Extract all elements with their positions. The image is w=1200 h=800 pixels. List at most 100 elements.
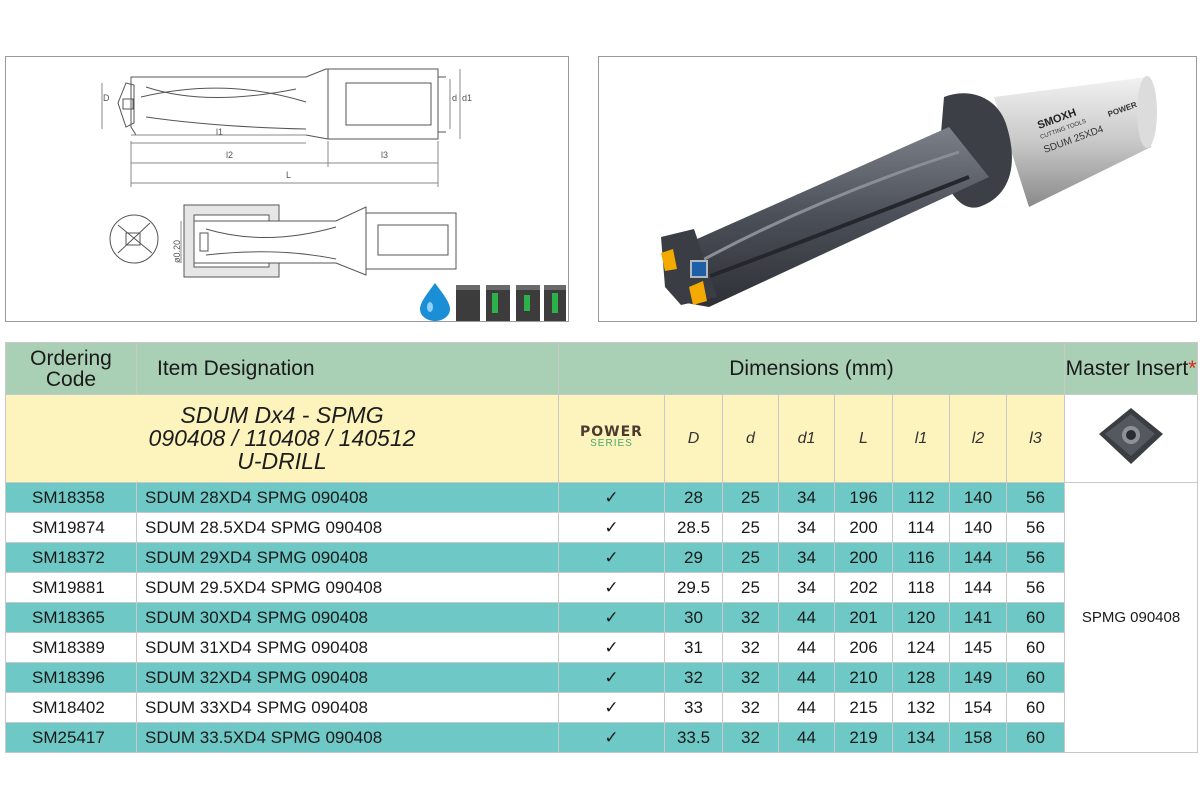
dim-d-cell: 32 <box>722 632 779 663</box>
dim-col-L: L <box>834 394 893 483</box>
ordering-code: SM19881 <box>5 572 137 603</box>
dim-l1-cell: 114 <box>892 512 950 543</box>
product-title-line2: 090408 / 110408 / 140512 <box>148 425 416 451</box>
power-series-check: ✓ <box>558 482 665 513</box>
power-series-check: ✓ <box>558 662 665 693</box>
power-series-check: ✓ <box>558 512 665 543</box>
material-block-green-icon <box>544 285 566 321</box>
asterisk: * <box>1188 357 1197 380</box>
insert-outline <box>122 98 134 110</box>
spec-table: Ordering Code Item Designation Dimension… <box>5 342 1199 753</box>
dim-d1-cell: 44 <box>778 632 835 663</box>
product-photo: SMOXH CUTTING TOOLS SDUM 25XD4 POWER <box>598 56 1197 322</box>
item-designation: SDUM 33XD4 SPMG 090408 <box>136 692 559 723</box>
dim-d1-cell: 34 <box>778 542 835 573</box>
drill-shank: SMOXH CUTTING TOOLS SDUM 25XD4 POWER <box>994 76 1157 207</box>
dim-l3-cell: 60 <box>1005 662 1066 693</box>
power-series-logo: POWER SERIES <box>558 394 665 483</box>
dim-L-cell: 206 <box>834 632 893 663</box>
header-row: Ordering Code Item Designation Dimension… <box>5 342 1199 395</box>
technical-drawing: D d d1 l1 l2 l3 L ø0.20 <box>5 56 569 322</box>
flute-line-mid <box>140 87 307 103</box>
dim-l3-cell: 60 <box>1005 692 1066 723</box>
dim-l2-cell: 141 <box>949 602 1007 633</box>
coolant-drop-icon <box>420 283 450 321</box>
power-series-check: ✓ <box>558 572 665 603</box>
label-l3: l3 <box>381 150 388 160</box>
power-series-check: ✓ <box>558 692 665 723</box>
dim-l3-cell: 56 <box>1005 572 1066 603</box>
power-series-check: ✓ <box>558 602 665 633</box>
shank-outline <box>327 68 439 140</box>
drill-tip <box>117 82 135 128</box>
item-designation: SDUM 30XD4 SPMG 090408 <box>136 602 559 633</box>
label-diam-note: ø0.20 <box>172 240 182 263</box>
item-designation: SDUM 29XD4 SPMG 090408 <box>136 542 559 573</box>
dim-d1-cell: 44 <box>778 602 835 633</box>
label-d: d <box>452 93 457 103</box>
master-insert-label: Master Insert <box>1065 357 1189 380</box>
dim-l3-cell: 56 <box>1005 482 1066 513</box>
dim-d1-cell: 34 <box>778 482 835 513</box>
dim-l1-cell: 112 <box>892 482 950 513</box>
dim-d-cell: 32 <box>722 722 779 753</box>
master-insert-value: SPMG 090408 <box>1064 482 1199 753</box>
ordering-code: SM19874 <box>5 512 137 543</box>
product-title-cell: SDUM Dx4 - SPMG 090408 / 110408 / 140512… <box>5 394 559 483</box>
dim-D-cell: 31 <box>664 632 723 663</box>
dim-d-cell: 32 <box>722 692 779 723</box>
dim-l2-cell: 145 <box>949 632 1007 663</box>
dim-d1-cell: 44 <box>778 692 835 723</box>
dim-d-cell: 25 <box>722 482 779 513</box>
dim-d1-cell: 44 <box>778 722 835 753</box>
ordering-code: SM18389 <box>5 632 137 663</box>
ordering-code: SM18372 <box>5 542 137 573</box>
dim-d1-cell: 34 <box>778 572 835 603</box>
dim-d-cell: 25 <box>722 542 779 573</box>
dim-l2-cell: 140 <box>949 482 1007 513</box>
material-block-green-icon <box>516 285 540 321</box>
upper-insert <box>661 249 677 271</box>
drill-photo-svg: SMOXH CUTTING TOOLS SDUM 25XD4 POWER <box>661 76 1157 307</box>
dim-l2-cell: 140 <box>949 512 1007 543</box>
header-ordering-code: Ordering Code <box>5 342 137 395</box>
item-designation: SDUM 28.5XD4 SPMG 090408 <box>136 512 559 543</box>
dim-l1-cell: 120 <box>892 602 950 633</box>
item-designation: SDUM 28XD4 SPMG 090408 <box>136 482 559 513</box>
dim-L-cell: 200 <box>834 512 893 543</box>
label-l2: l2 <box>226 150 233 160</box>
material-block-icon <box>456 285 480 321</box>
dim-d1-cell: 34 <box>778 512 835 543</box>
dim-D-cell: 28.5 <box>664 512 723 543</box>
header-item-designation: Item Designation <box>136 342 559 395</box>
ordering-code: SM18402 <box>5 692 137 723</box>
ordering-code: SM18365 <box>5 602 137 633</box>
dim-D-cell: 32 <box>664 662 723 693</box>
dim-col-l1: l1 <box>892 394 950 483</box>
dim-col-l3: l3 <box>1005 394 1066 483</box>
label-d1: d1 <box>462 93 472 103</box>
header-master-insert: Master Insert* <box>1064 342 1199 395</box>
dim-l2-cell: 158 <box>949 722 1007 753</box>
dim-d-cell: 25 <box>722 512 779 543</box>
insert-screw-pocket <box>690 260 708 278</box>
dim-l2-cell: 149 <box>949 662 1007 693</box>
dim-l1-cell: 134 <box>892 722 950 753</box>
flute-line-lower <box>145 116 307 130</box>
dim-D-cell: 33.5 <box>664 722 723 753</box>
power-logo-text: POWER <box>580 424 643 440</box>
dim-l3-cell: 60 <box>1005 722 1066 753</box>
item-designation: SDUM 29.5XD4 SPMG 090408 <box>136 572 559 603</box>
dim-l1-cell: 132 <box>892 692 950 723</box>
power-series-check: ✓ <box>558 542 665 573</box>
dim-d-cell: 32 <box>722 662 779 693</box>
power-series-check: ✓ <box>558 632 665 663</box>
item-designation: SDUM 31XD4 SPMG 090408 <box>136 632 559 663</box>
lower-insert <box>689 281 707 305</box>
